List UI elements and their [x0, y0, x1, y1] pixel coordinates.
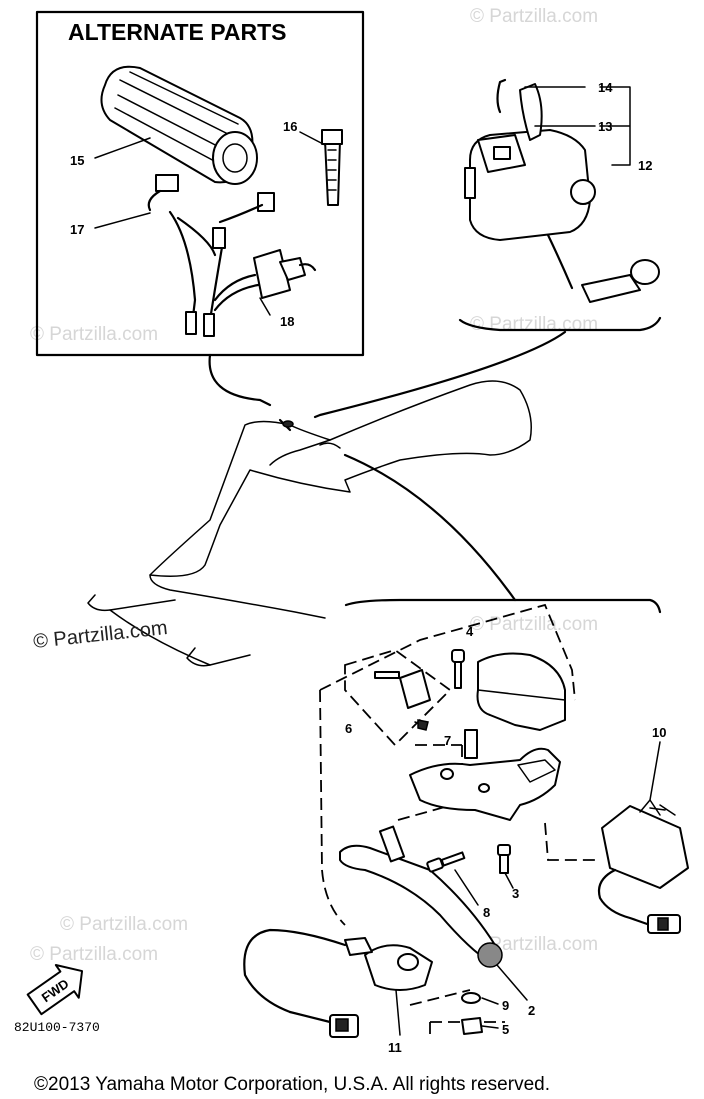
- callout-12: 12: [638, 158, 652, 173]
- band-part-16: [321, 129, 343, 206]
- grip-part-15: [100, 65, 258, 185]
- switch-assembly-inset: 14 13 12: [313, 78, 662, 419]
- callout-10: 10: [652, 725, 666, 740]
- watermark-left: © Partzilla.com: [30, 324, 158, 345]
- callout-18: 18: [280, 314, 294, 329]
- callout-5: 5: [502, 1022, 509, 1037]
- watermark-bottom-left-2: © Partzilla.com: [60, 914, 188, 935]
- alternate-parts-frame: [35, 10, 365, 357]
- watermark-right-upper: © Partzilla.com: [470, 314, 598, 335]
- bolt-part-8: [426, 851, 466, 873]
- alternate-parts-box: ALTERNATE PARTS 15 16: [35, 10, 365, 407]
- throttle-switch-part-11: [243, 928, 433, 1038]
- callout-7: 7: [444, 733, 451, 748]
- callout-11: 11: [388, 1040, 402, 1055]
- bracket-part-6: [374, 669, 431, 731]
- callout-9: 9: [502, 998, 509, 1013]
- copyright-line: ©2013 Yamaha Motor Corporation, U.S.A. A…: [34, 1074, 550, 1095]
- callout-13: 13: [598, 119, 612, 134]
- watermark-bottom-right: © Partzilla.com: [470, 934, 598, 955]
- watermark-top-right: © Partzilla.com: [470, 6, 598, 27]
- module-part-10: [597, 799, 689, 934]
- callout-6: 6: [345, 721, 352, 736]
- watermark-bottom-left: © Partzilla.com: [30, 944, 158, 965]
- washer-part-9: [461, 992, 481, 1004]
- callout-8: 8: [483, 905, 490, 920]
- watermark-main: © Partzilla.com: [32, 617, 168, 653]
- switch-part-18: [213, 249, 317, 312]
- harness-part-17: [147, 174, 275, 337]
- callout-3: 3: [512, 886, 519, 901]
- bolt-part-4: [451, 649, 465, 689]
- nut-part-5: [461, 1017, 483, 1035]
- callout-15: 15: [70, 153, 84, 168]
- alternate-parts-heading: ALTERNATE PARTS: [68, 19, 287, 45]
- callout-17: 17: [70, 222, 84, 237]
- callout-16: 16: [283, 119, 297, 134]
- bolt-part-3: [497, 844, 511, 874]
- lower-assembly: 4 6 7 3: [243, 603, 689, 1055]
- callout-4: 4: [466, 624, 474, 639]
- diagram-code: 82U100-7370: [14, 1020, 100, 1035]
- forward-arrow: FWD: [26, 964, 84, 1016]
- callout-2: 2: [528, 1003, 535, 1018]
- pin-part-7: [464, 729, 478, 759]
- snowmobile-hood: [87, 380, 662, 667]
- watermark-right-middle: © Partzilla.com: [470, 614, 598, 635]
- lever-cover: [476, 652, 566, 731]
- callout-14: 14: [598, 80, 613, 95]
